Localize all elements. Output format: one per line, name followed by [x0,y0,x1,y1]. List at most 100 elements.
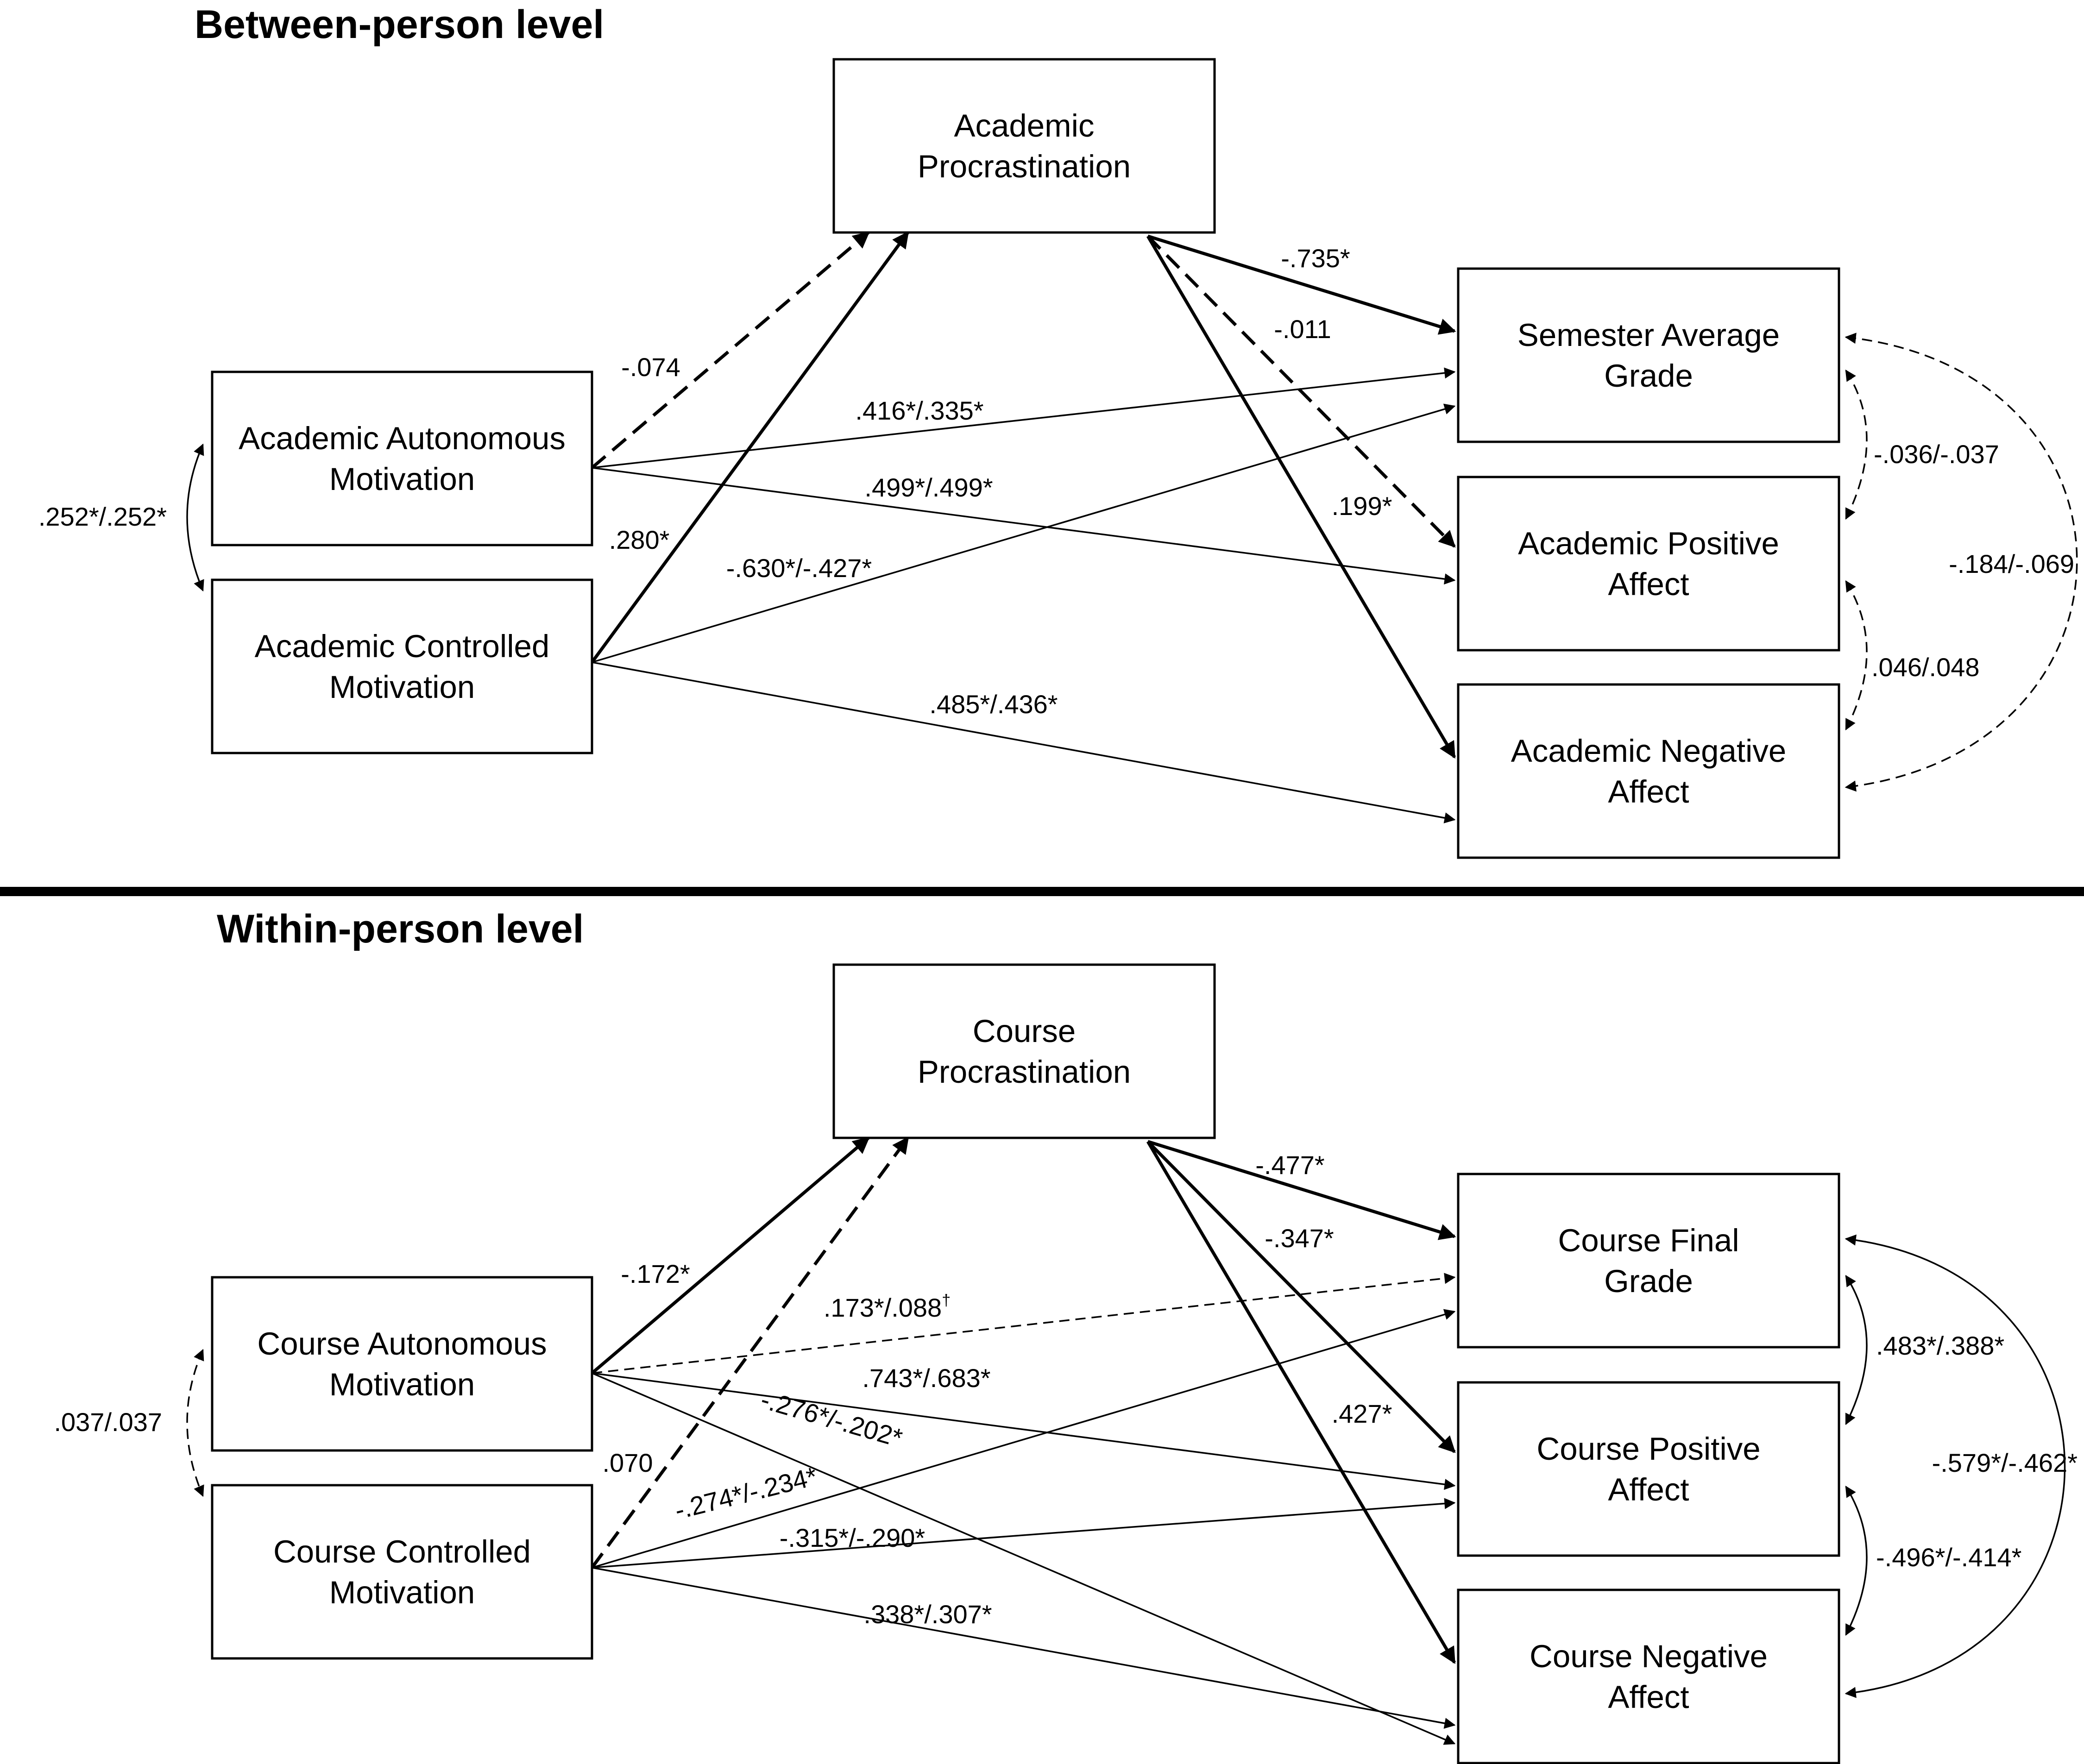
between-node-procrastination-box [832,58,1216,234]
between-node-positive-box [1457,476,1840,652]
significance-dagger: † [942,1292,951,1309]
between-path-label-autonomous-to-grade: .416*/.335* [855,396,983,425]
within-path-procrastination-to-grade [1147,1140,1456,1240]
within-path-label-controlled-to-procrastination: .070 [603,1448,653,1477]
within-path-label-autonomous-to-grade: .173*/.088† [824,1292,951,1322]
within-path-controlled-to-procrastination [591,1136,909,1569]
within-path-controlled-to-grade [592,1309,1456,1569]
between-path-label-controlled-to-negative: .485*/.436* [929,690,1058,719]
within-path-label-autonomous-to-positive: .743*/.683* [862,1363,990,1393]
within-path-label-controlled-to-positive: -.315*/-.290* [780,1523,925,1552]
within-path-autonomous-to-positive [592,1372,1456,1490]
between-covariance-label-grade-positive: -.036/-.037 [1874,439,1999,469]
between-node-negative-label-line: Academic Negative [1511,733,1786,769]
between-path-autonomous-to-positive [592,467,1456,585]
between-path-controlled-to-grade [592,403,1456,663]
within-node-controlled-label-line: Motivation [329,1575,475,1610]
within-node-autonomous-label-line: Course Autonomous [257,1326,547,1362]
between-node-autonomous-label-line: Academic Autonomous [239,421,566,456]
within-covariance-positive-negative [1845,1485,1868,1636]
between-node-positive-label-line: Affect [1608,566,1689,602]
between-path-label-autonomous-to-positive: .499*/.499* [864,473,993,502]
within-covariance-grade-negative [1845,1234,2066,1698]
within-node-negative-label-line: Affect [1608,1679,1689,1715]
within-covariance-grade-positive [1845,1274,1868,1425]
between-covariance-grade-positive [1845,369,1868,520]
within-path-procrastination-to-positive [1146,1140,1456,1453]
between-node-autonomous-box [211,370,593,546]
between-covariance-label-autonomous-controlled: .252*/.252* [38,502,167,531]
within-covariance-label-grade-positive: .483*/.388* [1876,1331,2004,1360]
between-node-grade-label-line: Semester Average [1517,317,1780,353]
within-path-autonomous-to-grade [592,1273,1456,1374]
within-node-autonomous-box [211,1276,593,1452]
within-path-label-controlled-to-grade: -.274*/-.234* [672,1461,820,1525]
within-path-label-autonomous-to-negative: -.276*/-.202* [758,1385,906,1453]
within-node-positive-box [1457,1381,1840,1557]
within-covariance-label-positive-negative: -.496*/-.414* [1876,1543,2021,1572]
between-path-label-controlled-to-procrastination: .280* [609,525,670,554]
within-path-autonomous-to-negative [592,1372,1456,1745]
between-path-label-procrastination-to-positive: -.011 [1274,314,1331,344]
within-node-negative-box [1457,1588,1840,1764]
between-node-procrastination-label-line: Academic [954,108,1095,144]
within-heading: Within-person level [217,907,584,951]
within-path-label-autonomous-to-procrastination: -.172* [621,1259,690,1288]
between-node-grade-label-line: Grade [1604,358,1693,394]
between-heading: Between-person level [195,2,604,47]
between-path-controlled-to-procrastination [591,231,909,664]
within-node-procrastination-label-line: Course [973,1013,1076,1049]
between-node-controlled-label-line: Academic Controlled [255,628,550,664]
between-path-label-procrastination-to-negative: .199* [1332,491,1392,521]
within-node-controlled-box [211,1484,593,1660]
between-path-label-autonomous-to-procrastination: -.074 [621,352,680,382]
between-node-grade-box [1457,267,1840,443]
between-path-controlled-to-negative [592,661,1456,823]
within-covariance-label-autonomous-controlled: .037/.037 [54,1407,162,1437]
within-covariance-label-grade-negative: -.579*/-.462* [1932,1448,2078,1477]
between-path-label-procrastination-to-grade: -.735* [1281,244,1350,273]
between-path-label-controlled-to-grade: -.630*/-.427* [726,553,872,583]
within-path-controlled-to-negative [592,1567,1456,1729]
within-path-autonomous-to-procrastination [591,1136,870,1375]
within-node-autonomous-label-line: Motivation [329,1367,475,1402]
within-node-positive-label-line: Course Positive [1536,1431,1760,1467]
within-path-label-controlled-to-negative: .338*/.307* [863,1600,992,1629]
between-node-controlled-label-line: Motivation [329,669,475,705]
between-path-autonomous-to-procrastination [591,231,870,469]
between-covariance-autonomous-controlled [186,443,204,592]
within-path-label-procrastination-to-negative: .427* [1332,1399,1392,1428]
between-node-negative-box [1457,683,1840,859]
between-node-negative-label-line: Affect [1608,774,1689,810]
within-path-label-procrastination-to-grade: -.477* [1255,1150,1324,1180]
within-node-positive-label-line: Affect [1608,1472,1689,1507]
between-node-autonomous-label-line: Motivation [329,461,475,497]
within-node-negative-label-line: Course Negative [1530,1638,1768,1674]
between-path-procrastination-to-negative [1146,235,1456,759]
between-path-procrastination-to-positive [1146,235,1456,548]
within-node-procrastination-label-line: Procrastination [918,1054,1131,1090]
within-node-grade-label-line: Grade [1604,1263,1693,1299]
within-path-controlled-to-positive [592,1498,1456,1569]
between-covariance-label-grade-negative: -.184/-.069 [1949,549,2074,578]
within-path-procrastination-to-negative [1146,1141,1456,1664]
within-covariance-autonomous-controlled [186,1349,204,1497]
between-path-autonomous-to-grade [592,367,1456,469]
between-node-positive-label-line: Academic Positive [1518,526,1779,561]
within-node-controlled-label-line: Course Controlled [273,1534,531,1569]
between-node-controlled-box [211,578,593,754]
